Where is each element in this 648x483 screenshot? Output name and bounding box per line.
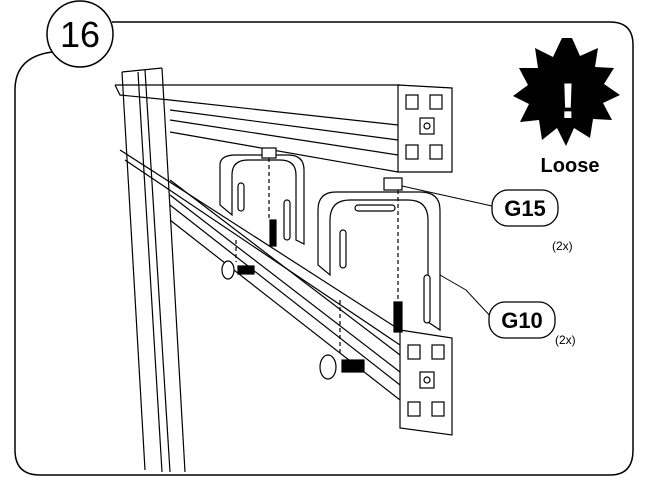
callout-qty: (2x) bbox=[555, 333, 576, 347]
bracket-right bbox=[317, 177, 441, 333]
callout-g15: G15 (2x) bbox=[401, 185, 573, 253]
warning-label: Loose bbox=[541, 155, 600, 177]
callout-g10: G10 (2x) bbox=[439, 274, 576, 347]
bracket-left bbox=[219, 147, 305, 247]
warning-starburst-icon bbox=[513, 38, 620, 146]
warning-badge: ! Loose bbox=[513, 38, 620, 177]
frame-border bbox=[14, 21, 634, 476]
upper-rail bbox=[114, 84, 453, 173]
step-number: 16 bbox=[60, 14, 100, 55]
step-badge: 16 bbox=[46, 0, 114, 68]
bolt-left bbox=[221, 240, 255, 280]
callout-qty: (2x) bbox=[552, 239, 573, 253]
vertical-post bbox=[121, 67, 186, 473]
callout-code: G10 bbox=[501, 308, 543, 333]
callout-code: G15 bbox=[504, 196, 546, 221]
warning-mark: ! bbox=[560, 73, 577, 129]
bolt-right bbox=[319, 300, 365, 380]
